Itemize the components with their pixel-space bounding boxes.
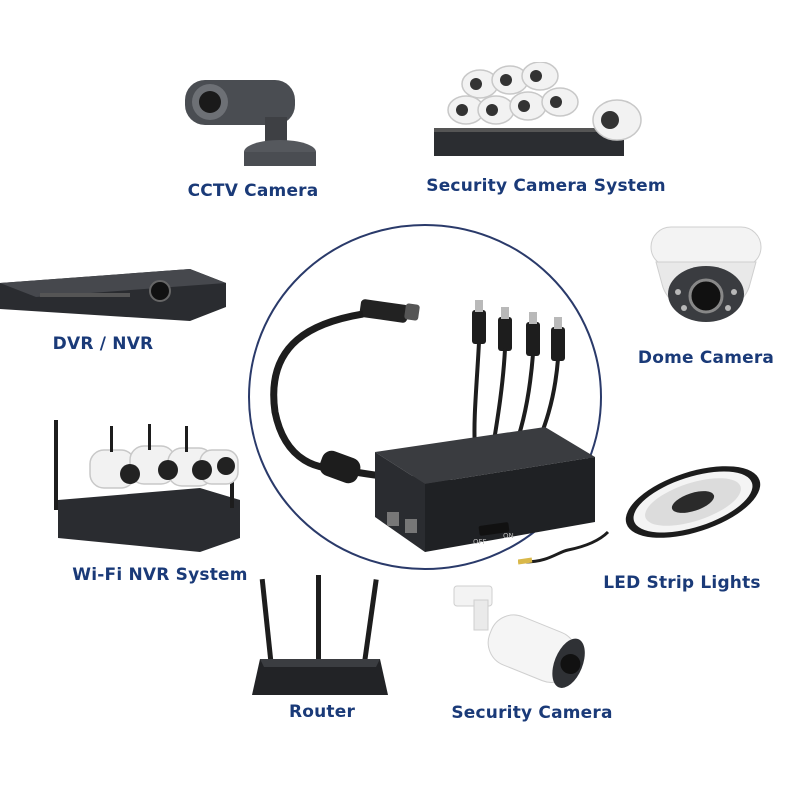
- router-icon: [252, 575, 388, 695]
- bullet-cctv-camera-icon: [185, 80, 316, 166]
- bullet-security-camera-icon: [453, 585, 585, 688]
- security-camera-label: Security Camera: [451, 703, 613, 723]
- ups-power-supply-icon: [375, 427, 595, 552]
- switch-on-text: ON: [503, 532, 514, 540]
- dome-camera-label: Dome Camera: [637, 348, 775, 368]
- router-label: Router: [288, 702, 356, 722]
- dome-camera-icon: [650, 226, 762, 322]
- wifi-nvr-kit-icon: [54, 420, 240, 552]
- camera-system-nvr-icon: [434, 62, 642, 156]
- switch-off-text: OFF: [473, 538, 487, 546]
- led-strip-reel-icon: [518, 466, 761, 565]
- led-strip-lights-label: LED Strip Lights: [603, 573, 761, 593]
- center-product-circle: OFF ON: [248, 224, 602, 570]
- security-camera-system-label: Security Camera System: [426, 176, 666, 196]
- dvr-nvr-label: DVR / NVR: [52, 334, 154, 354]
- circle-outline: [248, 224, 602, 570]
- dvr-recorder-icon: [0, 269, 226, 321]
- wifi-nvr-system-label: Wi-Fi NVR System: [72, 565, 248, 585]
- cctv-camera-label: CCTV Camera: [187, 181, 319, 201]
